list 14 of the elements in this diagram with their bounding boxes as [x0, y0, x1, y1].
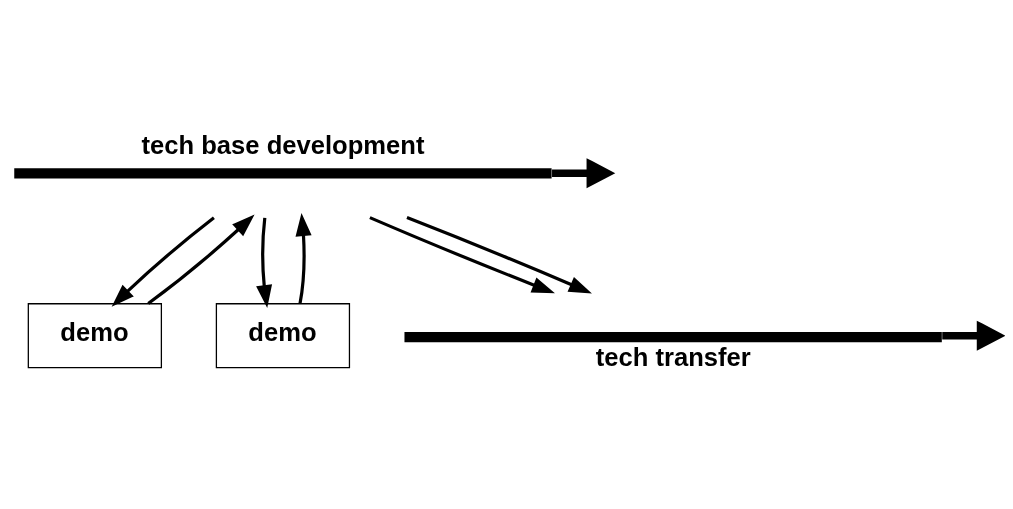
arrow [295, 213, 312, 304]
arrow [256, 217, 273, 309]
arrow [942, 320, 1005, 351]
arrow [552, 158, 616, 189]
node-label: tech base development [141, 131, 425, 160]
arrow [147, 214, 255, 305]
arrow [369, 216, 555, 294]
node-box [14, 168, 552, 179]
node-label: tech transfer [595, 343, 751, 372]
arrow [111, 216, 215, 307]
node-box: demo [215, 303, 351, 369]
node-box [404, 331, 942, 343]
arrow [406, 216, 592, 294]
node-box: demo [27, 303, 162, 369]
